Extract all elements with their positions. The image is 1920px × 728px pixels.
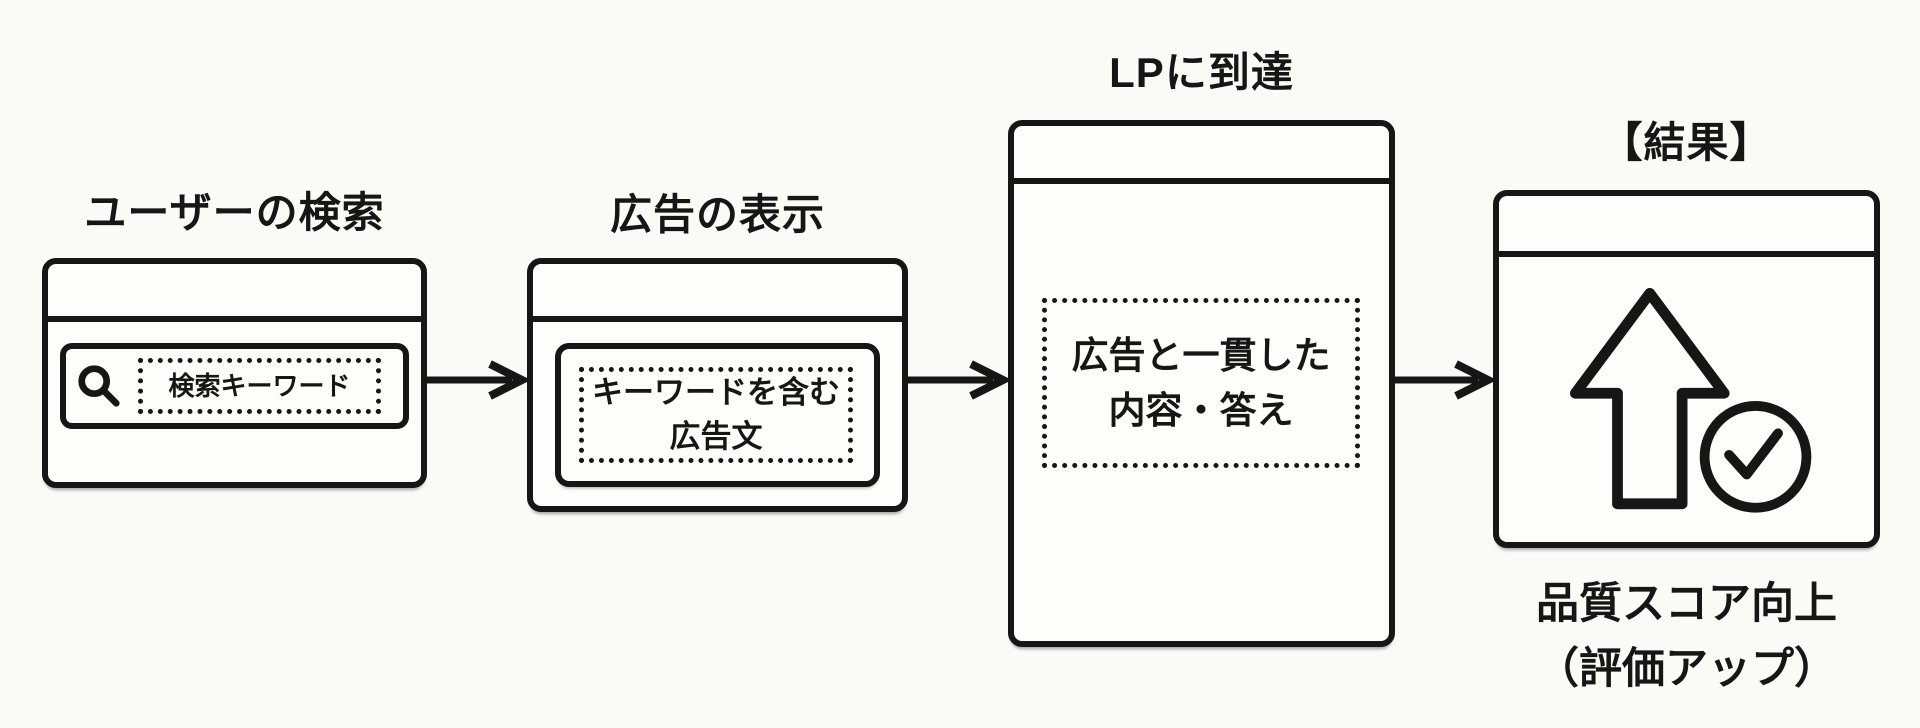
step1-window-body: 検索キーワード <box>48 264 421 482</box>
arrow-step1-to-step2 <box>424 360 528 400</box>
step2-window-header <box>533 264 902 322</box>
step1-window-header <box>48 264 421 322</box>
step3-title: LPに到達 <box>1109 49 1294 96</box>
result-graphic <box>1570 287 1812 513</box>
check-circle-icon <box>1699 401 1812 513</box>
up-arrow-icon <box>1570 287 1730 510</box>
arrow-step3-to-step4 <box>1390 360 1494 400</box>
ad-copy-line2: 広告文 <box>669 419 763 454</box>
search-input: 検索キーワード <box>60 343 409 429</box>
step2-browser-window: キーワードを含む 広告文 <box>527 258 908 512</box>
step3-window-body: 広告と一貫した 内容・答え <box>1014 126 1389 641</box>
step4-browser-window <box>1493 190 1880 548</box>
step2-window-body: キーワードを含む 広告文 <box>533 264 902 506</box>
step3-window-header <box>1014 126 1389 184</box>
step3-browser-window: 広告と一貫した 内容・答え <box>1008 120 1395 647</box>
search-keyword-box: 検索キーワード <box>138 358 381 414</box>
step2-title: 広告の表示 <box>609 191 825 238</box>
lp-content-line2: 内容・答え <box>1108 390 1294 431</box>
step4-window-body <box>1499 263 1874 542</box>
search-keyword-label: 検索キーワード <box>168 371 351 401</box>
result-caption-line2: （評価アップ） <box>1536 645 1837 693</box>
step4-title: 【結果】 <box>1600 119 1773 166</box>
lp-content-box: 広告と一貫した 内容・答え <box>1042 298 1360 468</box>
ad-box: キーワードを含む 広告文 <box>555 343 880 487</box>
search-magnifier-icon <box>78 365 120 407</box>
step1-browser-window: 検索キーワード <box>42 258 427 488</box>
lp-content-line1: 広告と一貫した <box>1071 335 1331 376</box>
result-caption: 品質スコア向上 （評価アップ） <box>1493 572 1880 702</box>
arrow-step2-to-step3 <box>905 360 1009 400</box>
step1-title: ユーザーの検索 <box>84 189 385 236</box>
step4-window-header <box>1499 196 1874 257</box>
result-caption-line1: 品質スコア向上 <box>1536 580 1837 628</box>
ad-copy-line1: キーワードを含む <box>592 375 840 410</box>
ad-copy-box: キーワードを含む 広告文 <box>579 367 853 463</box>
